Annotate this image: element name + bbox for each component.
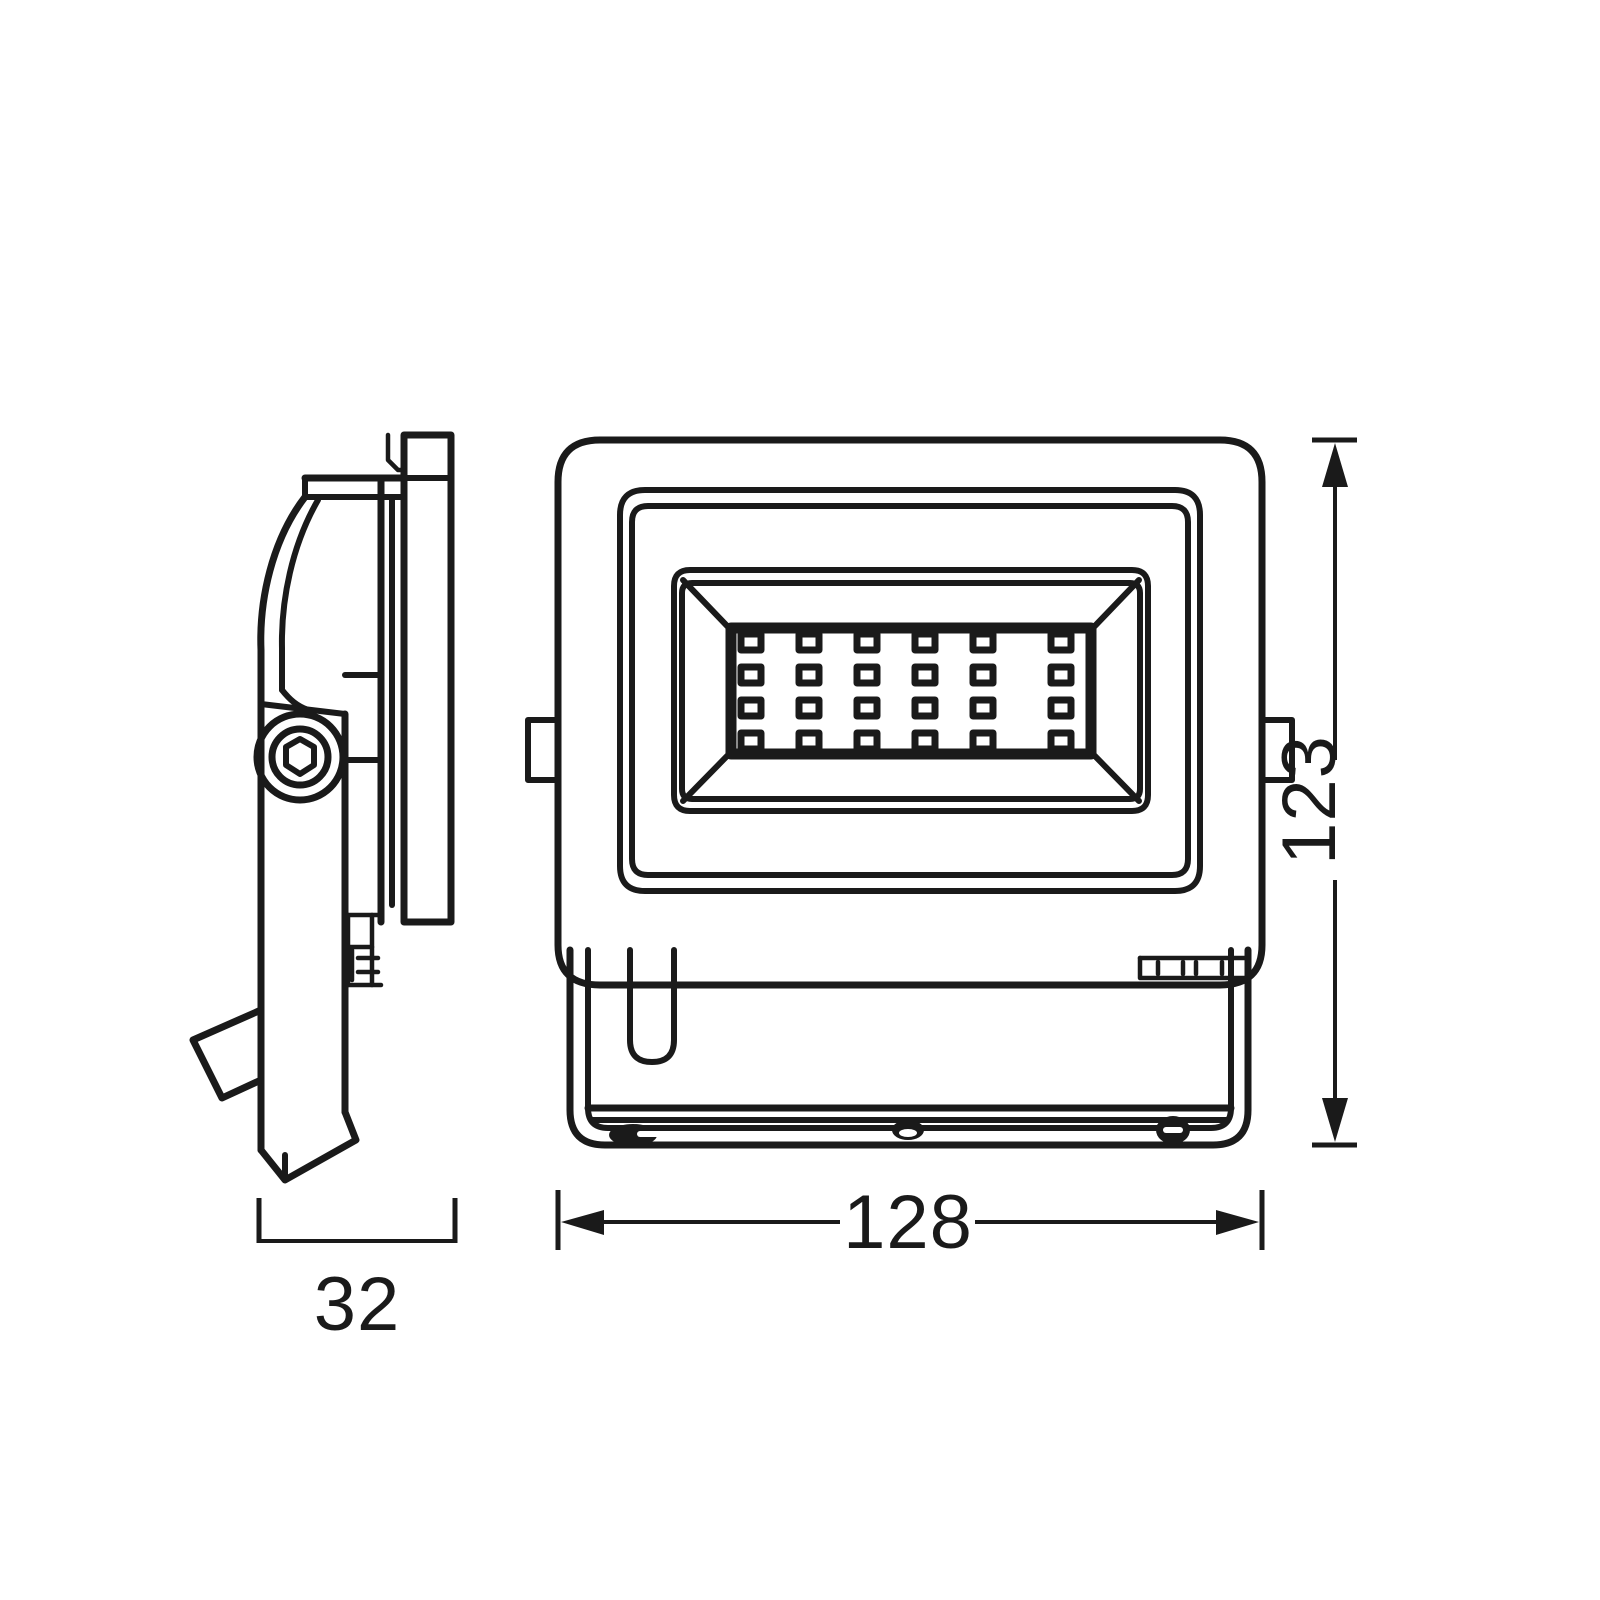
front-view [525,436,1295,1149]
dimension-height-label: 123 [1267,735,1352,865]
mounting-bracket-foot [189,996,360,1184]
led-chip [795,630,823,654]
led-chip [1047,630,1075,654]
led-chip [853,630,881,654]
led-chip [969,630,997,654]
led-chip [795,663,823,687]
side-view [189,431,455,1184]
led-panel [725,622,1097,760]
mounting-hole-center [892,1120,924,1140]
dimension-width-label: 128 [843,1180,973,1265]
cable-gland-vent [1137,955,1249,981]
led-chip [737,696,765,720]
led-chip [969,729,997,753]
side-cable-gland [345,912,384,988]
led-chip [853,663,881,687]
side-top-notch [385,432,407,473]
dimension-depth-label: 32 [314,1262,401,1347]
led-chip [795,696,823,720]
led-chip [1047,696,1075,720]
led-chip [853,729,881,753]
side-body-slab [257,672,384,1154]
reflector-bezel-outer [617,487,1203,894]
led-chip [911,630,939,654]
led-chip [1047,729,1075,753]
led-chip [911,729,939,753]
led-chip [737,663,765,687]
front-side-tab-left [525,717,561,783]
led-grid [737,630,1075,753]
dimension-width-128: 128 [555,1180,1265,1265]
front-mounting-bracket [566,946,1252,1149]
mounting-hole-slot-left [609,1124,667,1147]
led-chip [1047,663,1075,687]
reflector-bezel-inner [671,567,1151,814]
led-chip [911,696,939,720]
led-chip [737,729,765,753]
hex-socket-bolt [253,710,347,804]
led-chip [737,630,765,654]
led-chip [853,696,881,720]
led-chip [969,696,997,720]
led-chip [969,663,997,687]
side-housing-profile [257,474,408,926]
mounting-hole-right [1156,1116,1190,1144]
front-housing-body [554,436,1266,989]
led-chip [911,663,939,687]
dimension-height-123: 123 [1267,437,1357,1148]
led-chip [795,729,823,753]
front-side-tab-right [1259,717,1295,783]
dimension-depth-32: 32 [256,1198,458,1347]
